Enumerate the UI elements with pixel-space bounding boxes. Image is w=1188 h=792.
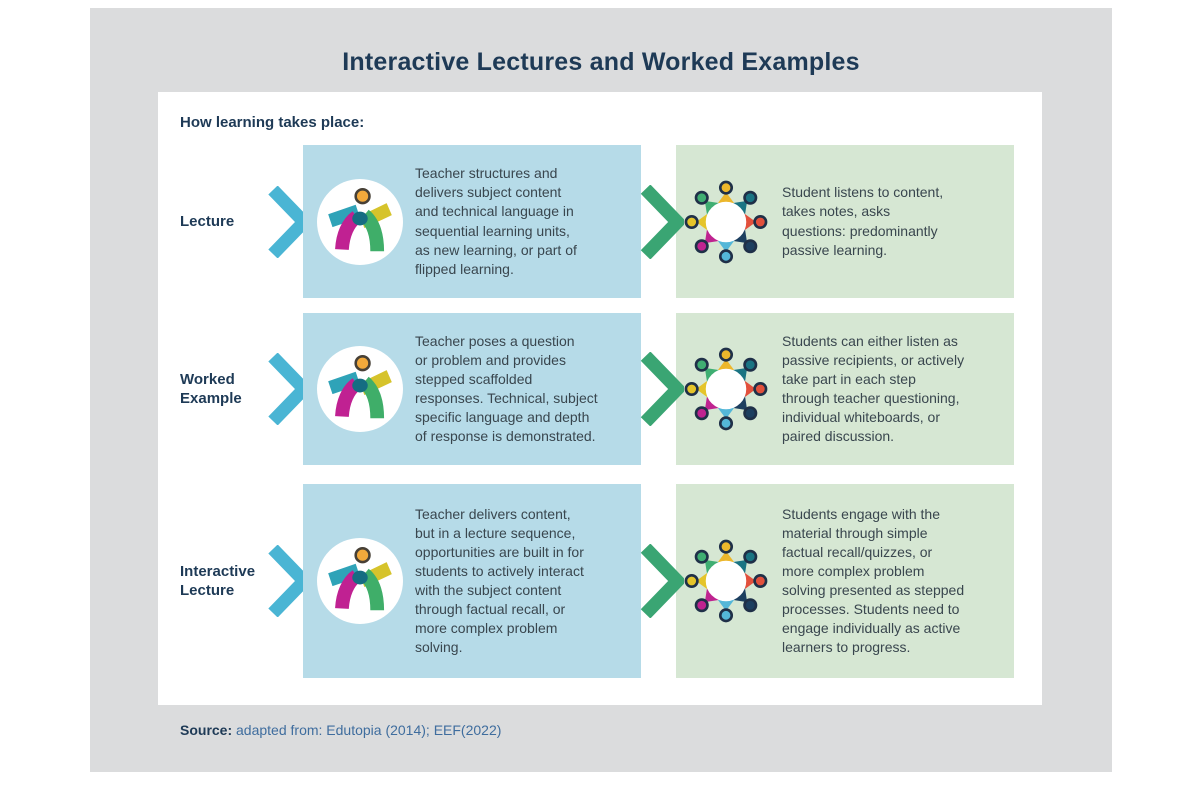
- teacher-description: Teacher delivers content, but in a lectu…: [415, 505, 584, 656]
- page-title: Interactive Lectures and Worked Examples: [342, 48, 860, 76]
- teacher-description: Teacher structures and delivers subject …: [415, 165, 577, 277]
- source-label: Source:: [180, 722, 233, 738]
- student-group-icon: [684, 539, 768, 623]
- teacher-figure-icon: [317, 538, 403, 624]
- student-group-icon: [684, 180, 768, 263]
- teacher-activity-box: Teacher delivers content, but in a lectu…: [303, 484, 641, 678]
- teacher-figure-icon: [317, 346, 403, 432]
- row-lecture: Lecture Teache: [158, 145, 1042, 298]
- teacher-figure-icon: [317, 178, 403, 265]
- student-description: Students engage with the material throug…: [782, 505, 965, 656]
- row-interactive-lecture: Interactive Lecture: [158, 484, 1042, 678]
- chevron-right-icon: [640, 544, 684, 618]
- row-label-worked-example: Worked Example: [180, 370, 242, 408]
- teacher-activity-box: Teacher structures and delivers subject …: [303, 145, 641, 298]
- gray-panel: Interactive Lectures and Worked Examples…: [90, 8, 1112, 772]
- student-group-icon: [684, 347, 768, 431]
- row-label-interactive-lecture: Interactive Lecture: [180, 562, 256, 600]
- row-worked-example: Worked Example: [158, 313, 1042, 465]
- teacher-activity-box: Teacher poses a question or problem and …: [303, 313, 641, 465]
- chevron-right-icon: [640, 184, 684, 259]
- student-activity-box: Student listens to content, takes notes,…: [676, 145, 1014, 298]
- teacher-description: Teacher poses a question or problem and …: [415, 332, 598, 445]
- diagram-card: How learning takes place: Lecture: [158, 92, 1042, 705]
- student-activity-box: Students can either listen as passive re…: [676, 313, 1014, 465]
- student-activity-box: Students engage with the material throug…: [676, 484, 1014, 678]
- card-heading: How learning takes place:: [180, 114, 365, 131]
- chevron-right-icon: [640, 352, 684, 426]
- student-description: Students can either listen as passive re…: [782, 332, 965, 445]
- source-text: adapted from: Edutopia (2014); EEF(2022): [236, 722, 502, 738]
- source-line: Source: adapted from: Edutopia (2014); E…: [180, 722, 501, 738]
- row-label-lecture: Lecture: [180, 212, 235, 230]
- student-description: Student listens to content, takes notes,…: [782, 184, 944, 258]
